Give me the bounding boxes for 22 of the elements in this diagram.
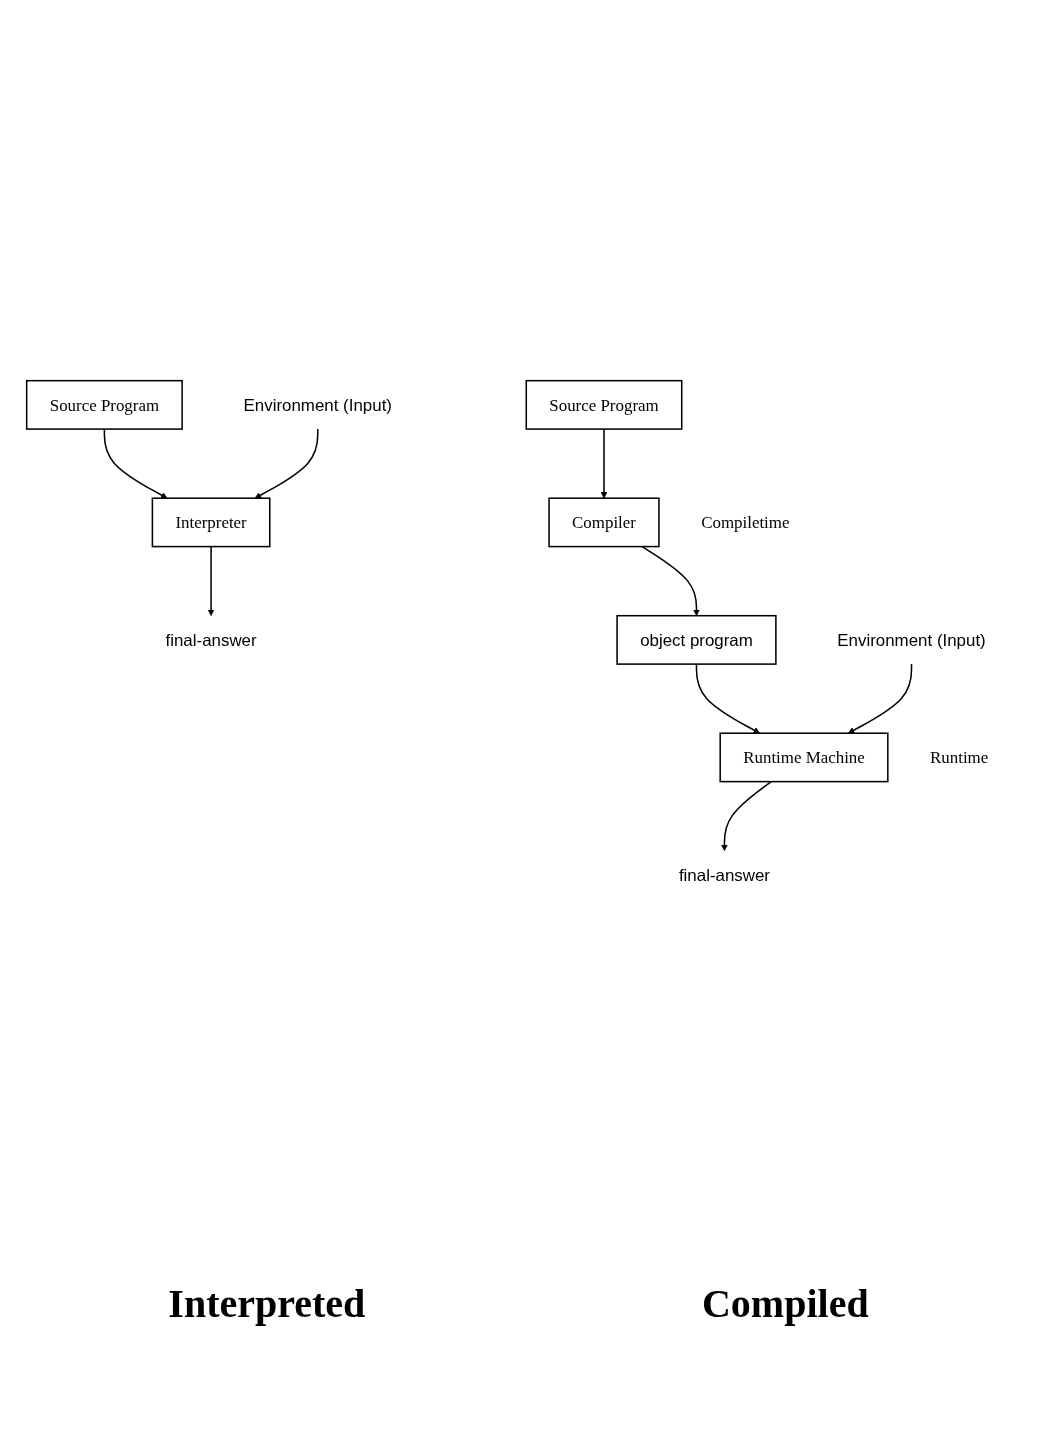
arrow xyxy=(254,428,319,499)
arrow xyxy=(600,428,607,499)
node-box: Source Program xyxy=(525,380,682,430)
node-box: Source Program xyxy=(25,380,183,430)
arrow xyxy=(695,663,760,734)
arrow xyxy=(720,780,772,852)
column-caption: Interpreted xyxy=(168,1280,366,1327)
node-box: Runtime Machine xyxy=(718,732,889,783)
arrow xyxy=(207,545,214,617)
node-box: Interpreter xyxy=(151,497,271,548)
arrow xyxy=(103,428,167,499)
node-box: Compiler xyxy=(547,497,660,548)
node-text: Environment (Input) xyxy=(836,630,986,650)
node-text: final-answer xyxy=(165,630,257,650)
node-box: object program xyxy=(615,615,777,665)
node-label: Runtime xyxy=(929,747,988,768)
arrow xyxy=(847,663,912,734)
arrow xyxy=(640,545,700,617)
node-text: final-answer xyxy=(678,865,770,885)
node-label: Compiletime xyxy=(700,512,789,533)
column-caption: Compiled xyxy=(702,1280,869,1327)
node-text: Environment (Input) xyxy=(243,395,392,415)
